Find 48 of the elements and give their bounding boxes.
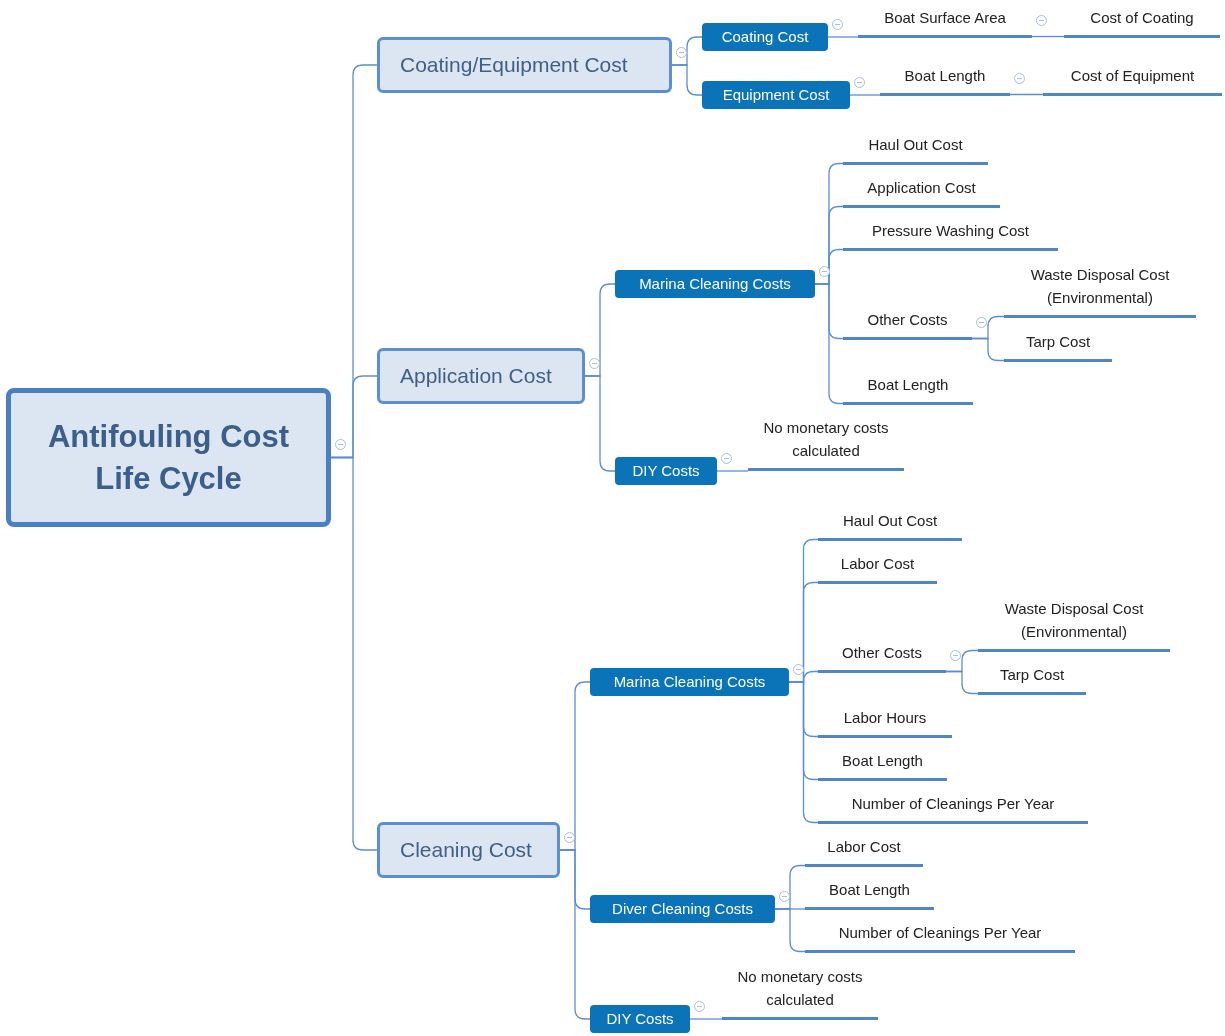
topic-label: Boat Length (805, 878, 934, 910)
topic-label: Cost of Equipment (1043, 64, 1222, 96)
subtopic-box: Equipment Cost (702, 81, 850, 109)
connector-line (849, 94, 881, 96)
topic-label: No monetary costs calculated (722, 964, 878, 1020)
main-topic-box: Application Cost (377, 348, 585, 404)
subtopic-box: Coating Cost (702, 23, 828, 51)
connector-line (1009, 93, 1044, 96)
topic-label: Boat Length (880, 64, 1010, 96)
connector-line (671, 64, 703, 96)
subtopic-box: Marina Cleaning Costs (615, 270, 815, 298)
main-topic-box: Cleaning Cost (377, 822, 560, 878)
topic-label: Pressure Washing Cost (843, 219, 1058, 251)
connector-line (827, 36, 859, 38)
topic-label: Tarp Cost (978, 663, 1086, 695)
topic-label: Haul Out Cost (843, 133, 988, 165)
topic-label: Number of Cleanings Per Year (818, 792, 1088, 824)
connector-line (971, 337, 1005, 362)
topic-label: Other Costs (843, 308, 972, 340)
topic-label: Boat Surface Area (858, 6, 1032, 38)
connector-line (584, 375, 616, 472)
topic-label: Waste Disposal Cost (Environmental) (1004, 262, 1196, 318)
subtopic-box: DIY Costs (615, 457, 717, 485)
topic-label: Labor Cost (818, 552, 937, 584)
connector-line (945, 670, 979, 695)
topic-label: Labor Hours (818, 706, 952, 738)
connector-line (1031, 35, 1065, 38)
topic-label: Boat Length (843, 373, 973, 405)
connector-line (716, 470, 749, 472)
topic-label: Boat Length (818, 749, 947, 781)
main-topic-box: Coating/Equipment Cost (377, 37, 672, 93)
connector-line (330, 456, 378, 851)
topic-label: Application Cost (843, 176, 1000, 208)
topic-label: No monetary costs calculated (748, 415, 904, 471)
topic-label: Number of Cleanings Per Year (805, 921, 1075, 953)
topic-label: Cost of Coating (1064, 6, 1220, 38)
subtopic-box: Diver Cleaning Costs (590, 895, 775, 923)
subtopic-box: DIY Costs (590, 1005, 690, 1033)
topic-label: Waste Disposal Cost (Environmental) (978, 596, 1170, 652)
connector-line (559, 849, 591, 1020)
topic-label: Labor Cost (805, 835, 923, 867)
central-topic-box: Antifouling Cost Life Cycle (6, 388, 331, 527)
topic-label: Haul Out Cost (818, 509, 962, 541)
connector-line (689, 1018, 723, 1020)
topic-label: Other Costs (818, 641, 946, 673)
topic-label: Tarp Cost (1004, 330, 1112, 362)
subtopic-box: Marina Cleaning Costs (590, 668, 789, 696)
connector-line (788, 681, 819, 824)
